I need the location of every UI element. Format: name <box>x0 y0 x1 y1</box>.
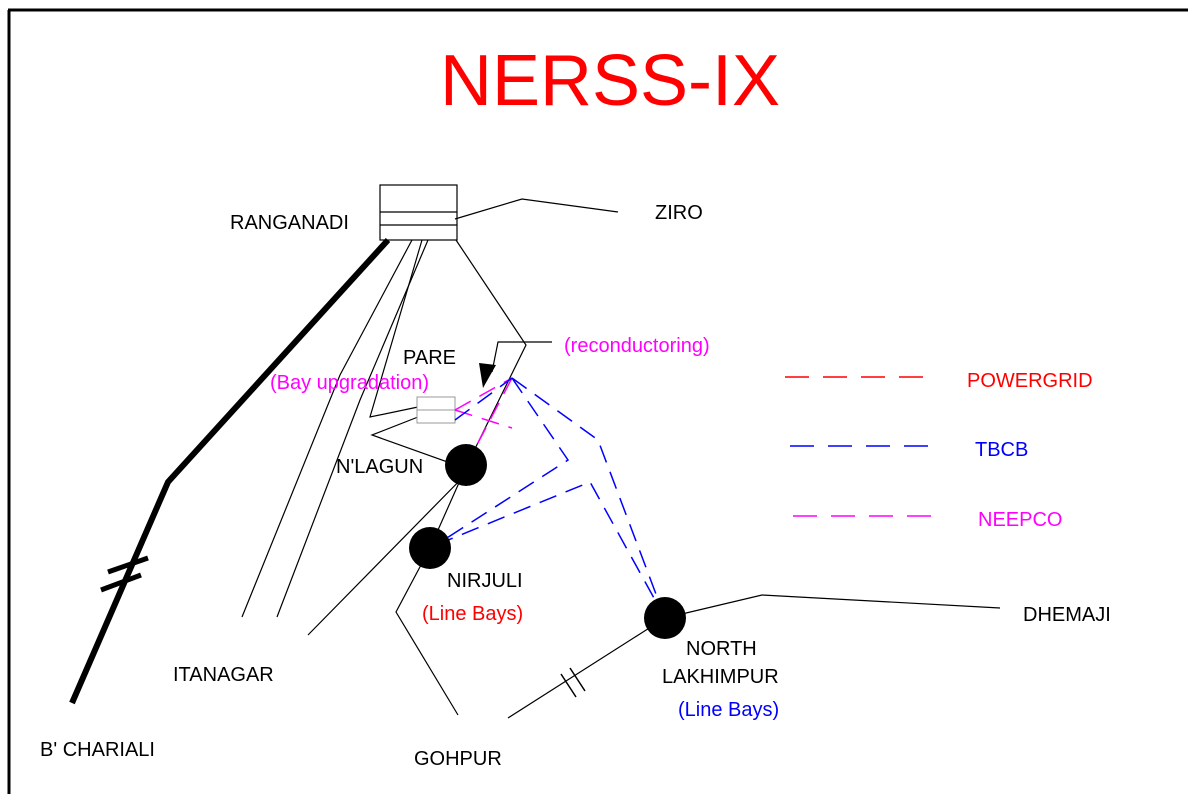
ranganadi-substation <box>379 184 458 241</box>
annotation-nirjuli-line-bays: (Line Bays) <box>422 603 523 625</box>
legend-label-neepco: NEEPCO <box>978 509 1062 531</box>
label-b-chariali: B' CHARIALI <box>40 739 155 761</box>
line-ranganadi-bchariali <box>69 237 391 705</box>
line-nlakhimpur-gohpur <box>507 617 666 719</box>
label-nirjuli: NIRJULI <box>447 570 523 592</box>
annotation-nl-line-bays: (Line Bays) <box>678 699 779 721</box>
annotation-reconductoring: (reconductoring) <box>564 335 710 357</box>
line-ranganadi-pare <box>369 239 423 418</box>
north-lakhimpur-station-dot <box>644 597 686 639</box>
label-ranganadi: RANGANADI <box>230 212 349 234</box>
annotation-bay-upgradation: (Bay upgradation) <box>270 372 429 394</box>
reconductoring-leader <box>491 341 552 373</box>
line-ranganadi-itanagar-2 <box>276 239 429 618</box>
label-ziro: ZIRO <box>655 202 703 224</box>
legend: POWERGRID TBCB NEEPCO <box>785 370 1093 531</box>
label-north-lakhimpur-1: NORTH <box>686 638 757 660</box>
crossing-marks-gohpur <box>560 667 586 698</box>
label-pare: PARE <box>403 347 456 369</box>
line-nlakhimpur-dhemaji <box>664 594 1001 619</box>
legend-label-powergrid: POWERGRID <box>967 370 1093 392</box>
line-ranganadi-nlagun <box>455 239 527 468</box>
label-north-lakhimpur-2: LAKHIMPUR <box>662 666 779 688</box>
nlagun-station-dot <box>445 444 487 486</box>
label-itanagar: ITANAGAR <box>173 664 274 686</box>
line-ranganadi-itanagar-1 <box>241 239 413 618</box>
line-nirjuli-gohpur <box>395 547 459 716</box>
label-nlagun: N'LAGUN <box>336 456 423 478</box>
tbcb-lines <box>435 377 666 619</box>
reconductoring-arrow-head <box>479 363 496 388</box>
crossing-marks-bchariali <box>100 555 149 593</box>
line-pare-itanagar <box>307 416 472 636</box>
legend-label-tbcb: TBCB <box>975 439 1028 461</box>
diagram-title: NERSS-IX <box>440 41 780 121</box>
label-dhemaji: DHEMAJI <box>1023 604 1111 626</box>
line-ranganadi-ziro <box>454 198 619 220</box>
nirjuli-station-dot <box>409 527 451 569</box>
label-gohpur: GOHPUR <box>414 748 502 770</box>
